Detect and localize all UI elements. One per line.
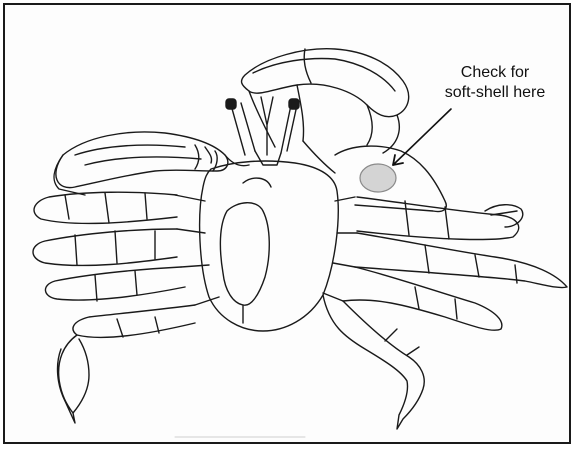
left-claw: [54, 132, 228, 195]
annotation-line-2: soft-shell here: [425, 83, 565, 103]
left-legs: [33, 192, 195, 423]
eyestalks: [231, 97, 297, 165]
carapace-body: [175, 161, 357, 331]
pointer-arrow: [393, 109, 451, 165]
right-legs: [323, 197, 567, 429]
soft-shell-marker: [360, 164, 396, 192]
right-eye-icon: [289, 99, 299, 109]
left-eye-icon: [226, 99, 236, 109]
figure-frame: Check for soft-shell here: [3, 3, 571, 444]
annotation-line-1: Check for: [425, 63, 565, 83]
annotation-label: Check for soft-shell here: [425, 63, 565, 103]
